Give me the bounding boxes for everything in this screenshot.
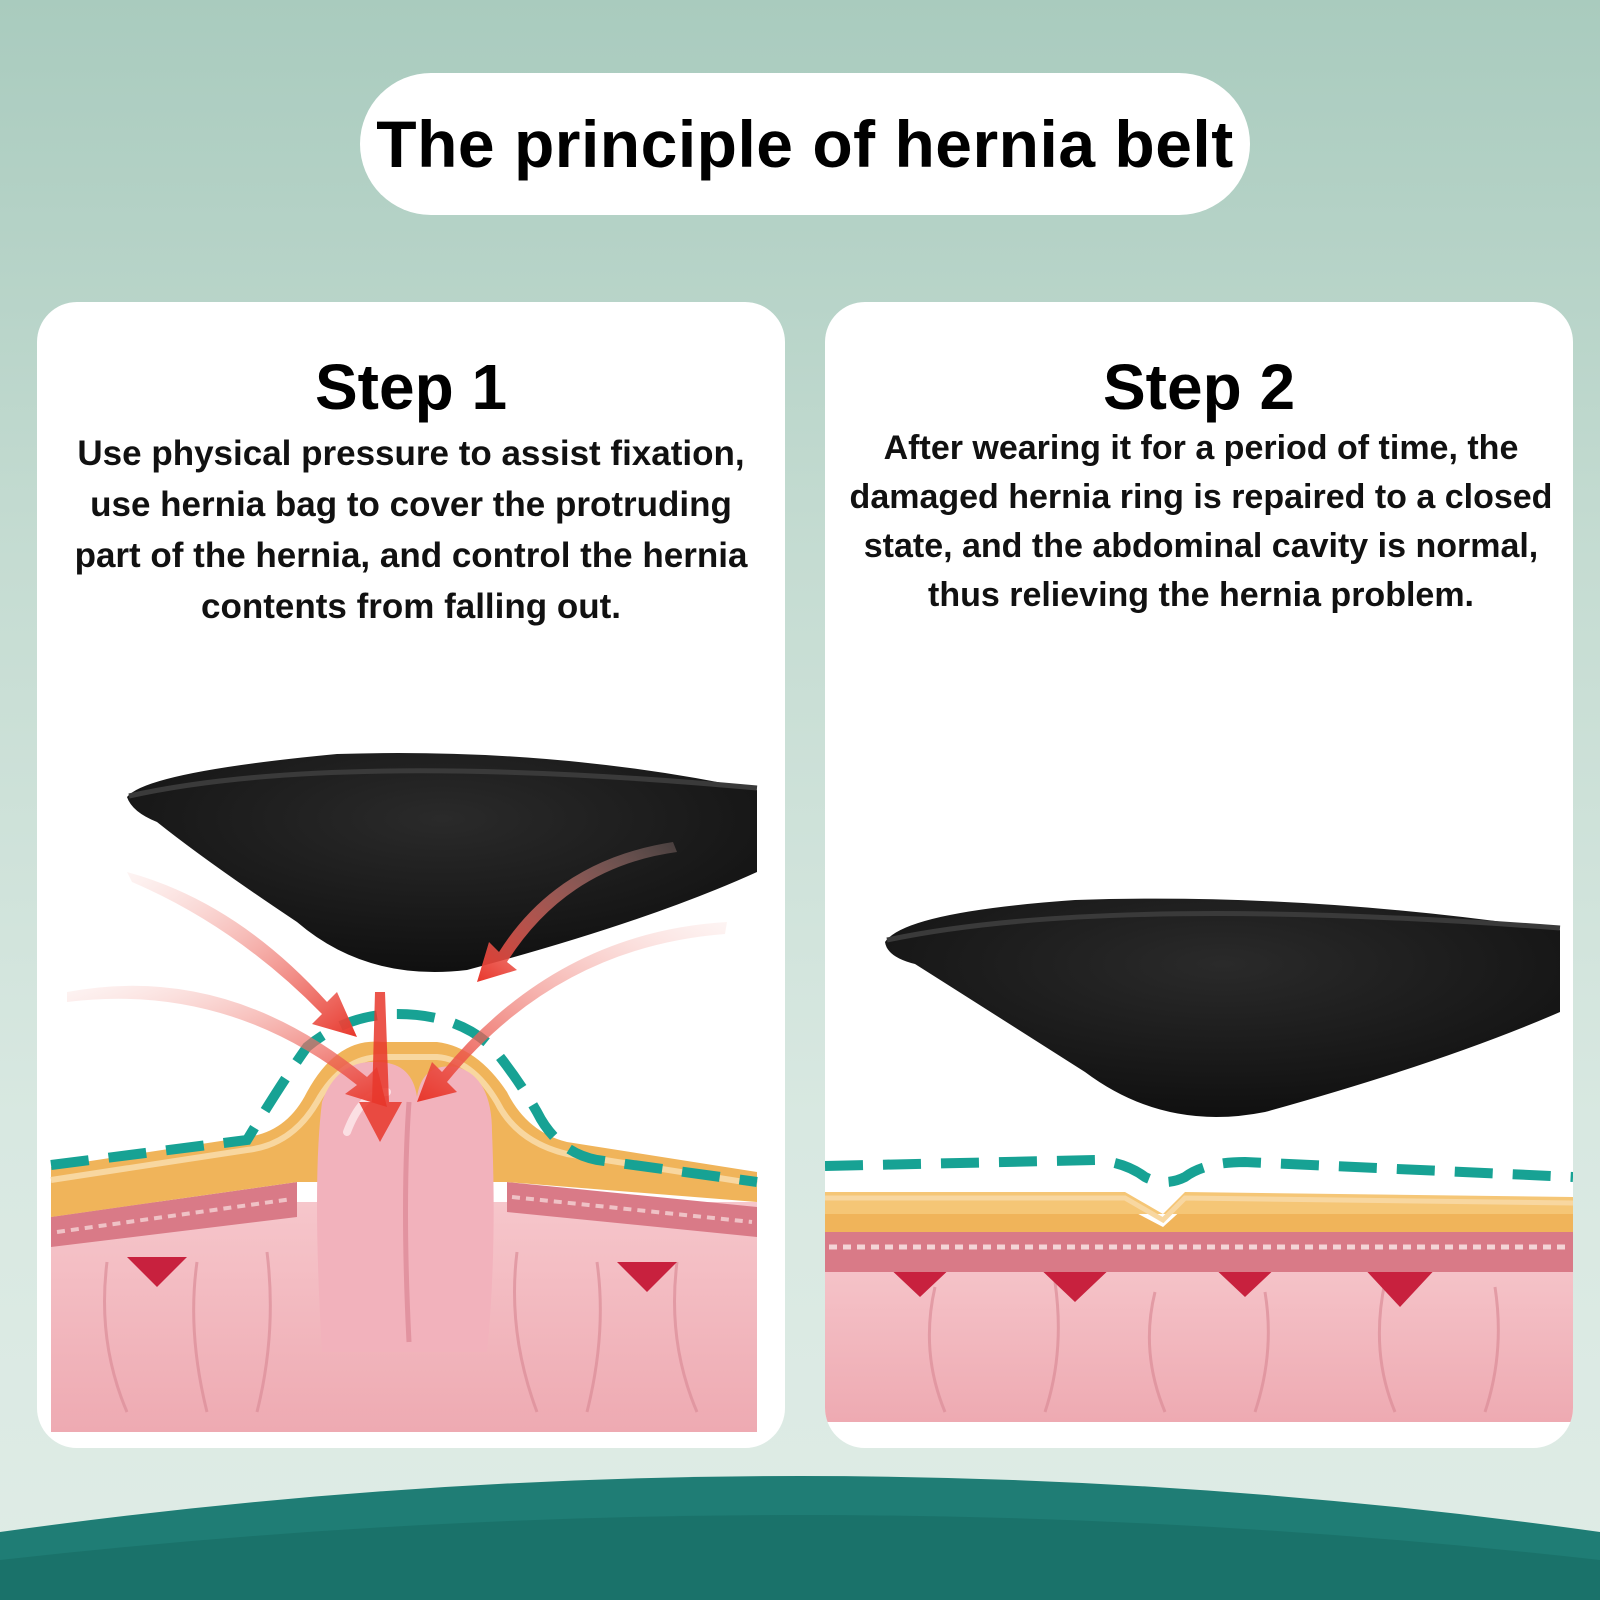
pressure-arrow-icon — [67, 842, 727, 1142]
step-2-illustration — [825, 898, 1573, 1422]
step-2-description: After wearing it for a period of time, t… — [849, 429, 1553, 614]
step-1-description: Use physical pressure to assist fixation… — [74, 434, 748, 626]
title-banner: The principle of hernia belt — [360, 73, 1250, 215]
dashed-outline — [825, 1154, 1573, 1187]
dashed-outline — [50, 1008, 758, 1187]
step-2-card: Step 2 After wearing it for a period of … — [825, 302, 1573, 1448]
step-2-title: Step 2 — [1102, 351, 1296, 423]
step-1-illustration — [50, 753, 758, 1432]
step-1-card: Step 1 Use physical pressure to assist f… — [37, 302, 785, 1448]
belt-pad — [127, 753, 757, 972]
page-title: The principle of hernia belt — [376, 107, 1234, 181]
step-1-title: Step 1 — [314, 351, 508, 423]
belt-pad — [885, 898, 1560, 1117]
